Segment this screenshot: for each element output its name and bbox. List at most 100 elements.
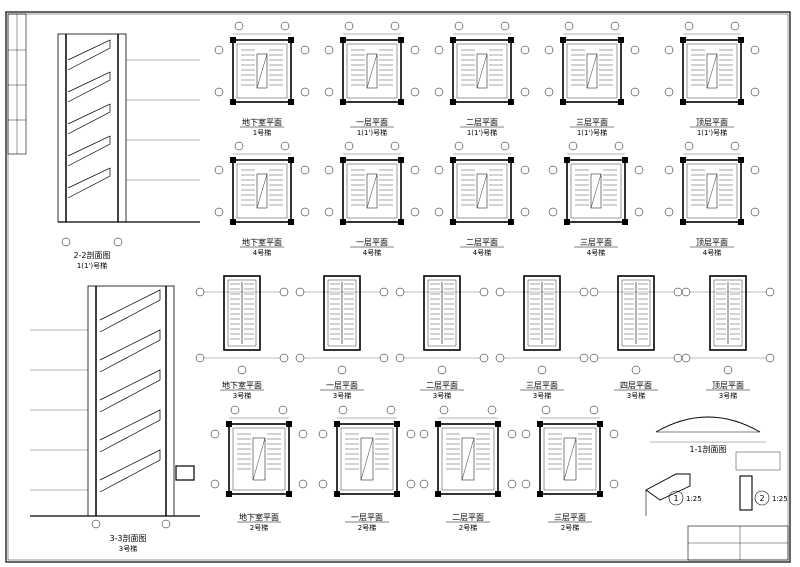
break-line [706, 173, 718, 209]
stair-wall [437, 423, 499, 495]
grid-bubble [379, 287, 389, 297]
stair-wall [682, 159, 742, 223]
column [564, 157, 570, 163]
section-1-1-drawing [650, 416, 766, 443]
grid-bubble [521, 429, 531, 439]
stair-wall [682, 39, 742, 103]
grid-bubble [338, 405, 348, 415]
grid-bubble [673, 353, 683, 363]
grid-bubble [195, 353, 205, 363]
plan-title: 四层平面 [620, 381, 652, 390]
grid-bubble [520, 87, 530, 97]
stair-inner-wall [566, 43, 618, 99]
grid-bubble [520, 207, 530, 217]
stair-inner-wall [327, 279, 357, 347]
grid-bubble [765, 287, 775, 297]
break-line [706, 53, 718, 89]
stair-wall [566, 159, 626, 223]
grid-bubble [406, 429, 416, 439]
column [288, 157, 294, 163]
stair-inner-wall [527, 279, 557, 347]
plan-subtitle: 1(1')号梯 [577, 128, 607, 137]
grid-bubble [410, 87, 420, 97]
plan-subtitle: 3号梯 [627, 391, 645, 400]
column [394, 421, 400, 427]
column [508, 37, 514, 43]
column [230, 99, 236, 105]
plan-title: 二层平面 [466, 238, 498, 247]
grid-bubble [390, 21, 400, 31]
detail-marker [668, 490, 684, 506]
plan-title: 顶层平面 [696, 238, 728, 247]
grid-bubble [379, 353, 389, 363]
detail-scale: 1:25 [686, 495, 702, 503]
stair-well [256, 173, 268, 209]
grid-bubble [520, 45, 530, 55]
column [680, 37, 686, 43]
axis-marker [91, 519, 101, 529]
grid-bubble [318, 429, 328, 439]
section-title: 2-2剖面图 [73, 250, 110, 260]
grid-bubble [479, 353, 489, 363]
sheet-inner-border [7, 13, 789, 561]
stair-wall [223, 275, 261, 351]
column [508, 219, 514, 225]
grid-bubble [214, 165, 224, 175]
grid-bubble [210, 429, 220, 439]
stair-inner-wall [686, 163, 738, 219]
grid-bubble [520, 165, 530, 175]
grid-bubble [279, 353, 289, 363]
grid-bubble [544, 45, 554, 55]
grid-bubble [684, 141, 694, 151]
column [597, 491, 603, 497]
axis-marker [113, 237, 123, 247]
grid-bubble [318, 479, 328, 489]
grid-bubble [234, 21, 244, 31]
stair-well [706, 53, 718, 89]
detail-section-title: 1-1剖面图 [689, 444, 726, 454]
column [738, 219, 744, 225]
stair-inner-wall [686, 43, 738, 99]
grid-bubble [634, 207, 644, 217]
column [508, 99, 514, 105]
left-title-strip [7, 13, 27, 155]
detail-2-drawing [735, 451, 781, 511]
grid-bubble [406, 479, 416, 489]
grid-bubble [324, 165, 334, 175]
stair-inner-wall [227, 279, 257, 347]
stair-wall [336, 423, 398, 495]
grid-bubble [548, 207, 558, 217]
grid-bubble [495, 287, 505, 297]
column [564, 219, 570, 225]
column [680, 157, 686, 163]
grid-bubble [410, 207, 420, 217]
column [398, 219, 404, 225]
column [495, 491, 501, 497]
stair-well [360, 437, 374, 481]
stair-inner-wall [236, 163, 288, 219]
grid-bubble [544, 87, 554, 97]
stair-wall [342, 39, 402, 103]
stair-inner-wall [570, 163, 622, 219]
grid-bubble [454, 141, 464, 151]
grid-bubble [434, 45, 444, 55]
grid-bubble [434, 165, 444, 175]
grid-bubble [210, 479, 220, 489]
grid-bubble [664, 165, 674, 175]
grid-bubble [631, 365, 641, 375]
grid-bubble [298, 429, 308, 439]
stair-wall [452, 159, 512, 223]
grid-bubble [300, 87, 310, 97]
grid-bubble [410, 45, 420, 55]
column [226, 491, 232, 497]
grid-bubble [614, 141, 624, 151]
column [738, 157, 744, 163]
grid-bubble [500, 21, 510, 31]
grid-bubble [195, 287, 205, 297]
grid-bubble [479, 287, 489, 297]
column [508, 157, 514, 163]
plan-subtitle: 1(1')号梯 [357, 128, 387, 137]
column [450, 99, 456, 105]
grid-bubble [295, 353, 305, 363]
